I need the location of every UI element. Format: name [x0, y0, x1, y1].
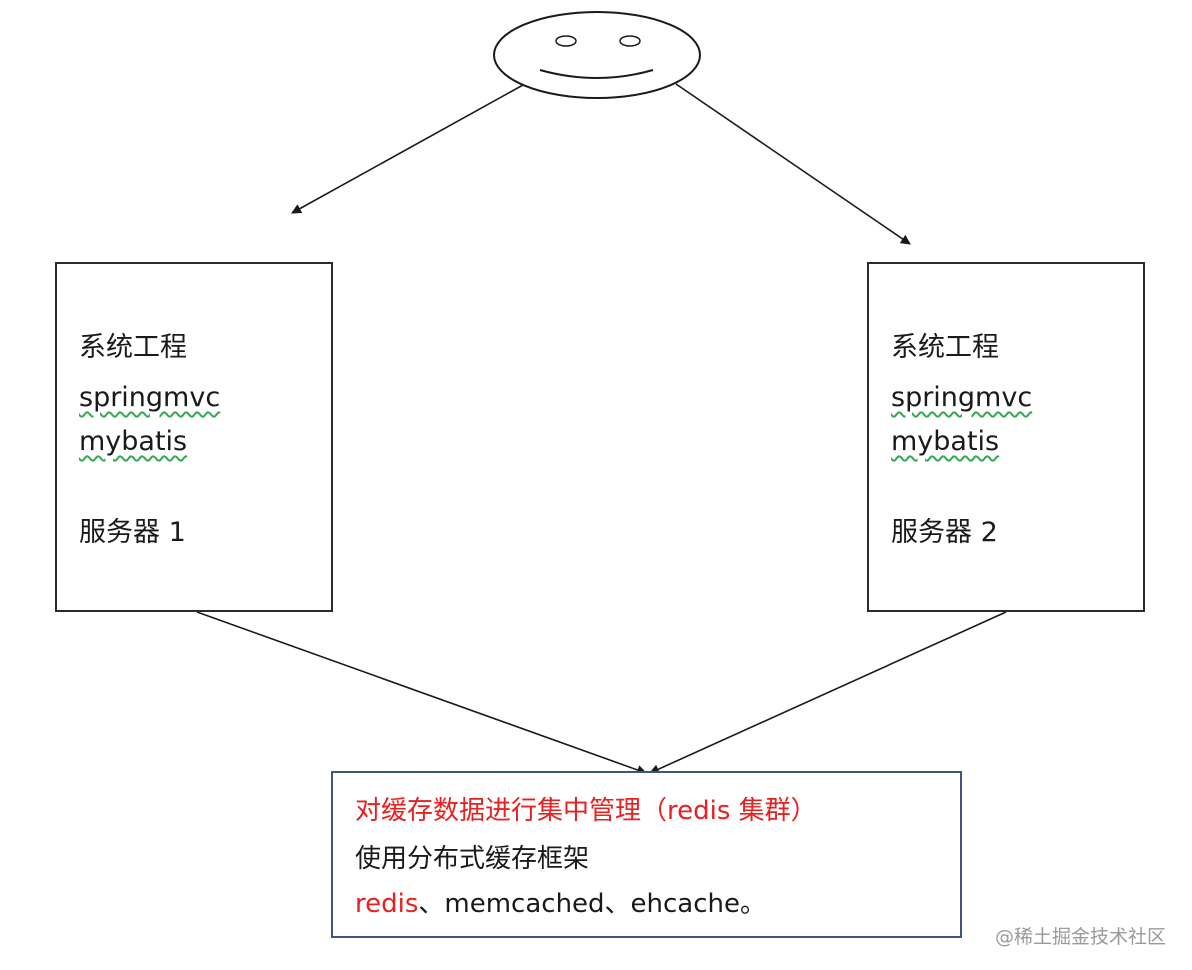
cache-description: 使用分布式缓存框架 — [355, 844, 590, 874]
distributed-cache-box: 对缓存数据进行集中管理（redis 集群） 使用分布式缓存框架 redis、me… — [331, 771, 962, 938]
arrow-server-2-to-cache — [649, 611, 1007, 774]
cache-framework-redis: redis — [355, 889, 419, 919]
arrow-user-to-server-1 — [291, 84, 524, 214]
cache-framework-list: redis、memcached、ehcache。 — [355, 891, 766, 917]
server-2-framework-springmvc: springmvc — [891, 382, 1033, 413]
server-1-label: 服务器 1 — [79, 517, 186, 548]
server-2-framework-mybatis: mybatis — [891, 426, 1000, 457]
cache-framework-others: 、memcached、ehcache。 — [418, 889, 767, 919]
arrow-server-1-to-cache — [196, 611, 647, 775]
server-2-title: 系统工程 — [891, 332, 999, 363]
server-1-title: 系统工程 — [79, 332, 187, 363]
cache-heading: 对缓存数据进行集中管理（redis 集群） — [355, 796, 817, 826]
arrow-user-to-server-2 — [675, 83, 911, 245]
server-1-box: 系统工程 springmvc mybatis 服务器 1 — [55, 262, 333, 612]
server-1-framework-mybatis: mybatis — [79, 426, 188, 457]
server-2-label: 服务器 2 — [891, 517, 998, 548]
watermark: @稀土掘金技术社区 — [994, 926, 1166, 948]
smiley-face-icon — [493, 11, 701, 99]
server-1-framework-springmvc: springmvc — [79, 382, 221, 413]
server-2-box: 系统工程 springmvc mybatis 服务器 2 — [867, 262, 1145, 612]
